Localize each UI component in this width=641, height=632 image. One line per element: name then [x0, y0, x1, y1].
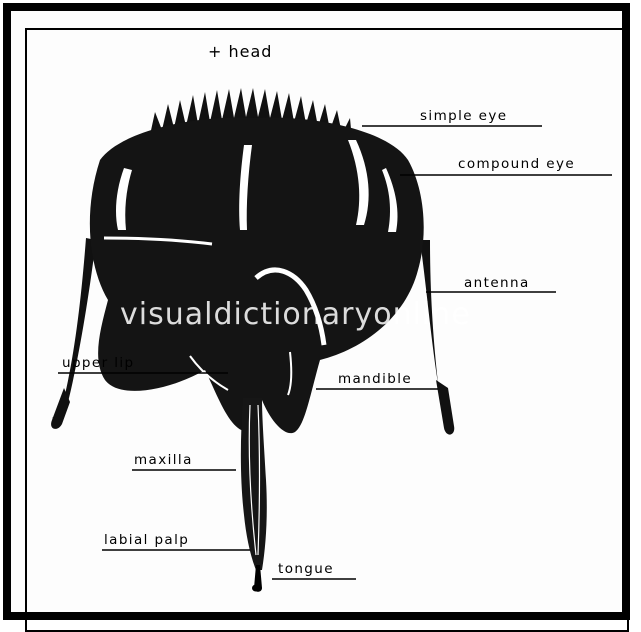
label-upper-lip: upper lip — [62, 357, 135, 371]
label-tongue: tongue — [278, 563, 334, 577]
label-labial-palp: labial palp — [104, 534, 189, 548]
left-antenna — [52, 238, 96, 418]
label-maxilla: maxilla — [134, 454, 193, 468]
label-mandible: mandible — [338, 373, 412, 387]
label-antenna: antenna — [464, 277, 530, 291]
diagram-title: + head — [208, 44, 272, 60]
proboscis — [241, 398, 267, 570]
label-simple-eye: simple eye — [420, 110, 507, 124]
label-compound-eye: compound eye — [458, 158, 575, 172]
tongue-tip — [252, 585, 260, 592]
